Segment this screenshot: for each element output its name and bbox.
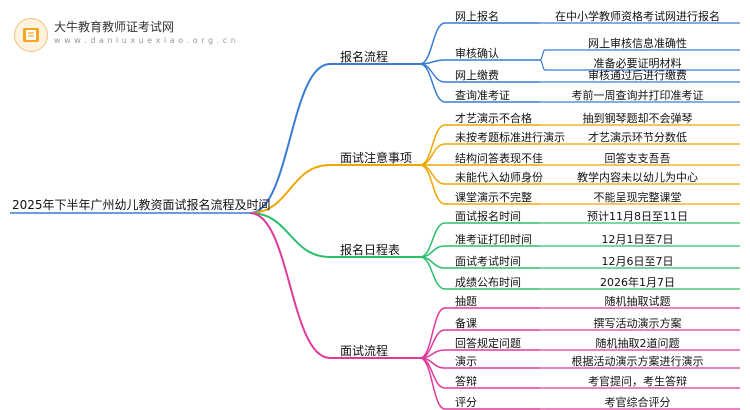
connector: [419, 164, 446, 185]
connector: [419, 22, 446, 65]
connector: [249, 212, 331, 258]
subtopic: 面试考试时间: [455, 255, 521, 268]
connector: [419, 256, 446, 290]
subtopic: 面试报名时间: [455, 210, 521, 223]
detail-topic: 不能呈现完整课堂: [593, 191, 682, 204]
connector: [539, 59, 546, 71]
detail-topic: 2026年1月7日: [600, 276, 675, 289]
subtopic: 网上缴费: [455, 69, 499, 82]
logo-title: 大牛教育教师证考试网: [54, 20, 175, 34]
subtopic: 课堂演示不完整: [455, 191, 532, 204]
detail-topic: 教学内容未以幼儿为中心: [577, 171, 698, 184]
detail-topic: 撰写活动演示方案: [593, 317, 682, 330]
detail-topic: 审核通过后进行缴费: [588, 69, 687, 82]
detail-topic: 回答支支吾吾: [604, 152, 671, 165]
subtopic: 备课: [455, 317, 477, 330]
subtopic: 网上报名: [455, 10, 499, 23]
detail-topic: 随机抽取试题: [604, 295, 671, 308]
detail-topic: 根据活动演示方案进行演示: [571, 355, 704, 368]
connector: [249, 164, 331, 214]
detail-topic: 才艺演示环节分数低: [588, 131, 687, 144]
connector: [419, 357, 446, 410]
subtopic: 未能代入幼师身份: [455, 171, 543, 184]
detail-topic: 12月1日至7日: [601, 233, 674, 246]
subtopic: 抽题: [455, 295, 477, 308]
subtopic: 回答规定问题: [455, 337, 521, 350]
detail-topic: 12月6日至7日: [601, 255, 674, 268]
subtopic: 成绩公布时间: [455, 276, 521, 289]
connector: [419, 63, 446, 103]
connector: [419, 164, 446, 205]
subtopic: 演示: [455, 355, 477, 368]
subtopic: 评分: [455, 396, 477, 409]
connector: [249, 212, 331, 359]
connector: [419, 63, 446, 83]
subtopic: 结构问答表现不佳: [455, 152, 543, 165]
branch-topic: 报名流程: [340, 50, 389, 64]
detail-topic: 考前一周查询并打印准考证: [571, 89, 704, 102]
detail-topic: 考官综合评分: [604, 396, 671, 409]
detail-topic: 抽到钢琴题却不会弹琴: [582, 112, 693, 125]
branch-topic: 面试流程: [340, 344, 389, 358]
subtopic: 才艺演示不合格: [455, 112, 532, 125]
branch-topic: 面试注意事项: [340, 151, 413, 165]
connector: [249, 63, 331, 214]
subtopic: 答辩: [455, 375, 477, 388]
branch-topic: 报名日程表: [340, 243, 401, 257]
connector: [539, 49, 546, 61]
subtopic: 未按考题标准进行演示: [455, 131, 565, 144]
site-logo[interactable]: 大牛教育教师证考试网 w w w . d a n i u x u e x i a…: [14, 14, 236, 54]
root-topic: 2025年下半年广州幼儿教资面试报名流程及时间: [12, 198, 271, 212]
logo-url: w w w . d a n i u x u e x i a o . o r g …: [54, 36, 237, 45]
detail-topic: 预计11月8日至11日: [587, 210, 688, 223]
subtopic: 审核确认: [455, 47, 499, 60]
detail-topic: 准备必要证明材料: [593, 57, 682, 70]
subtopic: 准考证打印时间: [455, 233, 532, 246]
book-icon: [14, 18, 48, 52]
detail-topic: 在中小学教师资格考试网进行报名: [555, 10, 720, 23]
detail-topic: 随机抽取2道问题: [595, 337, 680, 350]
detail-topic: 网上审核信息准确性: [588, 37, 687, 50]
detail-topic: 考官提问，考生答辩: [588, 375, 687, 388]
subtopic: 查询准考证: [455, 89, 510, 102]
